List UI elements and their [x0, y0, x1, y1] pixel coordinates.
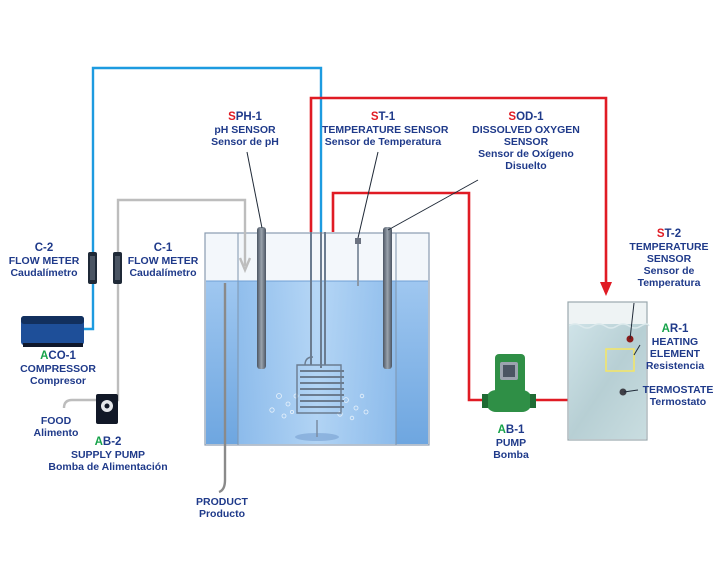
label-ab2-line2: Bomba de Alimentación [48, 461, 168, 473]
label-sod1-line2: SENSOR [503, 136, 549, 148]
label-st1-line1: TEMPERATURE SENSOR [322, 124, 449, 136]
label-st2-line2: SENSOR [646, 253, 692, 265]
temperature-probe [355, 238, 361, 286]
label-c2-code: C-2 [34, 242, 54, 254]
label-st2-line4: Temperatura [637, 277, 701, 289]
label-sph1-prefix: S [228, 111, 236, 123]
label-st1-prefix: S [370, 111, 379, 123]
label-st1-line2: Sensor de Temperatura [324, 136, 442, 148]
heating-element [605, 348, 635, 372]
label-c2: C-2 FLOW METER Caudalímetro [4, 242, 84, 279]
label-food: FOOD Alimento [28, 415, 84, 439]
label-sph1-code: PH-1 [235, 111, 262, 123]
label-sod1-line4: Disuelto [505, 160, 547, 172]
label-sod1-prefix: S [508, 111, 517, 123]
label-sod1: SOD-1 DISSOLVED OXYGEN SENSOR Sensor de … [462, 111, 590, 172]
air-bubbles [269, 393, 369, 421]
label-st2: ST-2 TEMPERATURE SENSOR Sensor de Temper… [624, 228, 714, 289]
loop-arrow-down [600, 282, 612, 296]
air-line [83, 66, 323, 331]
label-c1: C-1 FLOW METER Caudalímetro [122, 242, 204, 279]
label-sph1-line2: Sensor de pH [211, 136, 279, 148]
label-ab2-prefix: A [94, 436, 103, 448]
label-sph1: SPH-1 pH SENSOR Sensor de pH [208, 111, 282, 148]
label-ar1-code: R-1 [669, 323, 689, 335]
label-sod1-line3: Sensor de Oxígeno [478, 148, 574, 160]
label-st2-line1: TEMPERATURE [629, 241, 709, 253]
label-aco1-code: CO-1 [48, 350, 76, 362]
leader-lines [246, 151, 641, 393]
ph-probe [257, 227, 266, 369]
label-ab2-line1: SUPPLY PUMP [70, 449, 146, 461]
label-ar1-prefix: A [661, 323, 670, 335]
label-c1-code: C-1 [153, 242, 173, 254]
label-st1-code: T-1 [378, 111, 396, 123]
label-st2-prefix: S [656, 228, 665, 240]
label-sod1-line1: DISSOLVED OXYGEN [472, 124, 580, 136]
label-sph1-line1: pH SENSOR [214, 124, 276, 136]
label-aco1-line1: COMPRESSOR [20, 363, 96, 375]
flow-meter-c2 [88, 252, 97, 284]
label-ar1-line3: Resistencia [645, 360, 705, 372]
label-ab1-line2: Bomba [493, 449, 529, 461]
label-ab1-prefix: A [497, 424, 506, 436]
supply-pump [96, 394, 118, 424]
label-c1-line2: Caudalímetro [129, 267, 197, 279]
label-c2-line2: Caudalímetro [10, 267, 78, 279]
label-ab2: AB-2 SUPPLY PUMP Bomba de Alimentación [38, 436, 178, 473]
label-termostate: TERMOSTATE Termostato [638, 384, 718, 408]
label-sod1-code: OD-1 [516, 111, 544, 123]
label-aco1: ACO-1 COMPRESSOR Compresor [14, 350, 102, 387]
label-food-line1: FOOD [40, 415, 72, 427]
label-ab1: AB-1 PUMP Bomba [486, 424, 536, 461]
heating-coil [296, 232, 344, 414]
label-ab1-code: B-1 [505, 424, 525, 436]
label-ab1-line1: PUMP [495, 437, 527, 449]
thermostatic-bath [567, 301, 650, 441]
thermostat-dot [619, 388, 627, 396]
hot-water-loop [309, 96, 608, 402]
label-st2-line3: Sensor de [643, 265, 695, 277]
label-aco1-line2: Compresor [29, 375, 86, 387]
label-product: PRODUCT Producto [190, 496, 254, 520]
label-termostate-line1: TERMOSTATE [642, 384, 714, 396]
recirculation-pump [482, 354, 536, 412]
label-product-line1: PRODUCT [196, 496, 248, 508]
product-outlet-pipe [218, 283, 227, 494]
label-ar1-line2: ELEMENT [649, 348, 701, 360]
label-c1-line1: FLOW METER [127, 255, 199, 267]
do-probe [383, 227, 392, 369]
label-ab2-code: B-2 [102, 436, 122, 448]
flow-meter-c1 [113, 252, 122, 284]
label-termostate-line2: Termostato [649, 396, 707, 408]
label-st1: ST-1 TEMPERATURE SENSOR Sensor de Temper… [322, 111, 449, 148]
label-food-line2: Alimento [33, 427, 79, 439]
label-st2-code: T-2 [664, 228, 682, 240]
label-ar1-line1: HEATING [651, 336, 699, 348]
label-ar1: AR-1 HEATING ELEMENT Resistencia [636, 323, 714, 372]
label-aco1-prefix: A [40, 350, 49, 362]
label-c2-line1: FLOW METER [8, 255, 80, 267]
label-product-line2: Producto [198, 508, 246, 520]
compressor [21, 316, 84, 347]
